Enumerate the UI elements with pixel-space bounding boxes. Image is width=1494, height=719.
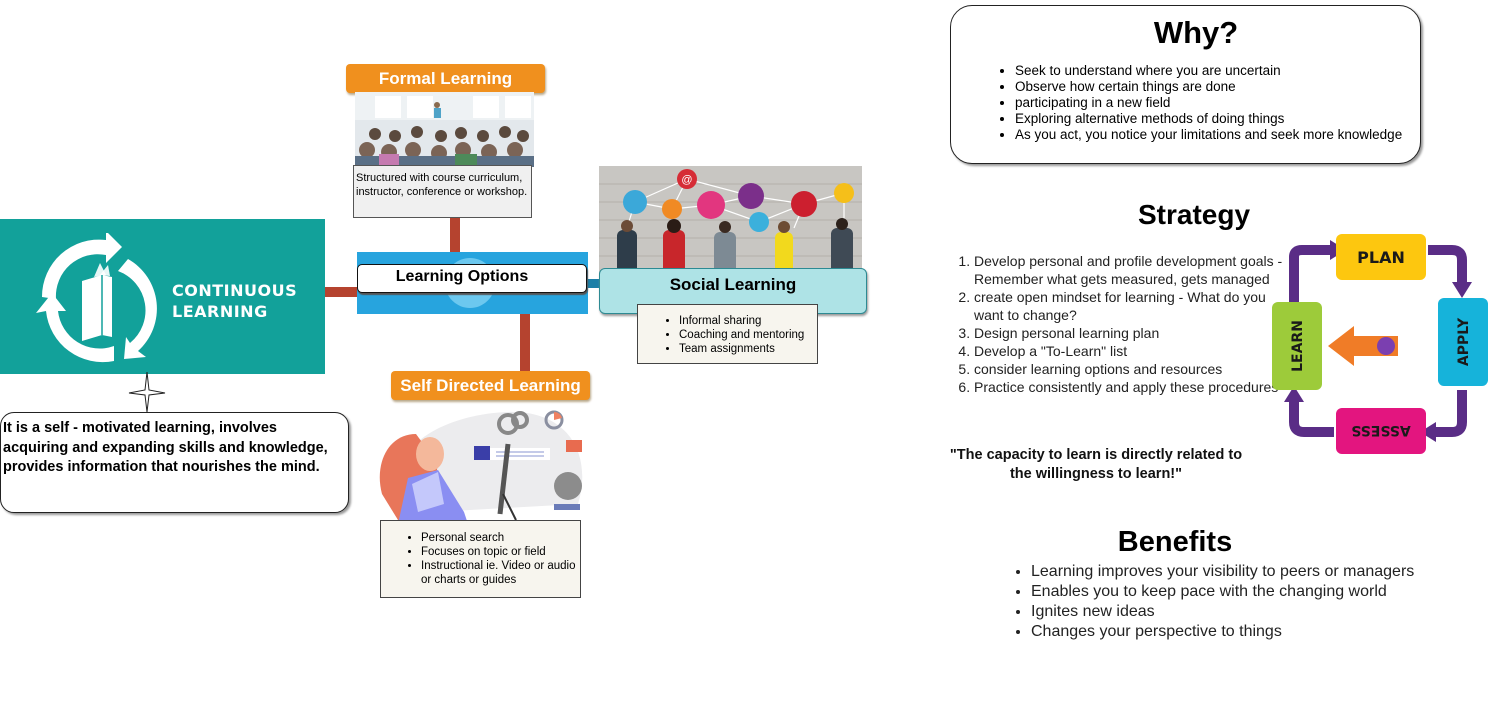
center-arrow-icon — [1328, 326, 1398, 366]
assess-step — [1336, 408, 1426, 454]
svg-text:@: @ — [681, 174, 692, 186]
list-item: Team assignments — [679, 342, 817, 356]
wifi-icon — [662, 199, 682, 219]
list-item: Ignites new ideas — [1031, 602, 1461, 622]
list-item: Learning improves your visibility to pee… — [1031, 562, 1461, 582]
cycle-arrows — [1289, 245, 1467, 437]
list-item: participating in a new field — [1015, 95, 1402, 111]
strategy-list: Develop personal and profile development… — [940, 252, 1294, 396]
why-title: Why? — [1153, 15, 1239, 50]
apply-label: APPLY — [1456, 317, 1472, 366]
mail-icon — [749, 212, 769, 232]
list-item: Instructional ie. Video or audio or char… — [421, 559, 580, 587]
star-connector-icon — [128, 372, 166, 412]
learning-options-text: Learning Options — [395, 268, 529, 285]
apply-step — [1438, 298, 1488, 386]
assess-label: ASSESS — [1351, 422, 1410, 438]
list-item: Develop a "To-Learn" list — [974, 342, 1294, 360]
learning-options-label[interactable]: Learning Options — [357, 264, 587, 293]
plan-label: PLAN — [1357, 248, 1405, 267]
plan-step — [1336, 234, 1426, 280]
list-item: Coaching and mentoring — [679, 328, 817, 342]
list-item: Personal search — [421, 531, 580, 545]
benefits-title: Benefits — [1117, 526, 1233, 558]
trend-icon — [834, 183, 854, 203]
continuous-learning-description[interactable]: It is a self - motivated learning, invol… — [0, 412, 349, 513]
list-item: Exploring alternative methods of doing t… — [1015, 111, 1402, 127]
list-item: Informal sharing — [679, 314, 817, 328]
cloud-icon — [738, 183, 764, 209]
why-list: Seek to understand where you are uncerta… — [975, 63, 1402, 143]
formal-learning-label-text: Formal Learning — [378, 69, 513, 88]
learn-step — [1272, 302, 1322, 390]
list-item: Design personal learning plan — [974, 324, 1294, 342]
strategy-title: Strategy — [1137, 199, 1251, 230]
list-item: Develop personal and profile development… — [974, 252, 1294, 288]
list-item: Seek to understand where you are uncerta… — [1015, 63, 1402, 79]
title-line-2: LEARNING — [172, 302, 268, 321]
connector-self-directed — [520, 313, 530, 371]
list-item: Practice consistently and apply these pr… — [974, 378, 1294, 396]
list-item: consider learning options and resources — [974, 360, 1294, 378]
strategy-quote: "The capacity to learn is directly relat… — [949, 447, 1243, 482]
connector-continuous — [325, 287, 358, 297]
list-item: Enables you to keep pace with the changi… — [1031, 582, 1461, 602]
formal-learning-description: Structured with course curriculum, instr… — [353, 165, 532, 218]
learn-label: LEARN — [1290, 320, 1306, 372]
learning-cycle-diagram: PLAN APPLY ASSESS LEARN — [1272, 234, 1488, 454]
description-text: It is a self - motivated learning, invol… — [3, 420, 328, 475]
connector-formal — [450, 218, 460, 254]
center-dot — [1377, 337, 1395, 355]
envelope-icon — [566, 440, 582, 452]
benefits-list: Learning improves your visibility to pee… — [990, 562, 1461, 642]
self-directed-bullets: Personal search Focuses on topic or fiel… — [380, 520, 581, 598]
continuous-learning-title: CONTINUOUS LEARNING — [172, 280, 297, 322]
group-icon — [791, 191, 817, 217]
gear-icon — [497, 413, 519, 435]
connector-social — [587, 279, 601, 288]
at-sign-icon — [677, 169, 697, 189]
classroom-photo — [355, 92, 534, 167]
title-line-1: CONTINUOUS — [172, 281, 298, 300]
phone-icon — [697, 191, 725, 219]
list-item: create open mindset for learning - What … — [974, 288, 1294, 324]
cycle-book-icon — [36, 233, 157, 363]
social-learning-label-text: Social Learning — [669, 275, 797, 294]
self-directed-label-text: Self Directed Learning — [400, 376, 581, 395]
globe-icon — [623, 190, 647, 214]
globe-icon — [554, 472, 582, 500]
formal-description-text: Structured with course curriculum, instr… — [356, 172, 528, 198]
social-learning-photo: @ — [599, 166, 862, 276]
formal-learning-label[interactable]: Formal Learning — [346, 64, 545, 93]
list-item: Focuses on topic or field — [421, 545, 580, 559]
list-item: Changes your perspective to things — [1031, 622, 1461, 642]
social-learning-bullets: Informal sharing Coaching and mentoring … — [637, 304, 818, 364]
self-study-illustration — [379, 410, 583, 524]
continuous-learning-tile[interactable]: CONTINUOUS LEARNING — [0, 219, 325, 374]
self-directed-learning-label[interactable]: Self Directed Learning — [391, 371, 590, 400]
why-section: Why? Seek to understand where you are un… — [950, 5, 1421, 164]
list-item: Observe how certain things are done — [1015, 79, 1402, 95]
list-item: As you act, you notice your limitations … — [1015, 127, 1402, 143]
